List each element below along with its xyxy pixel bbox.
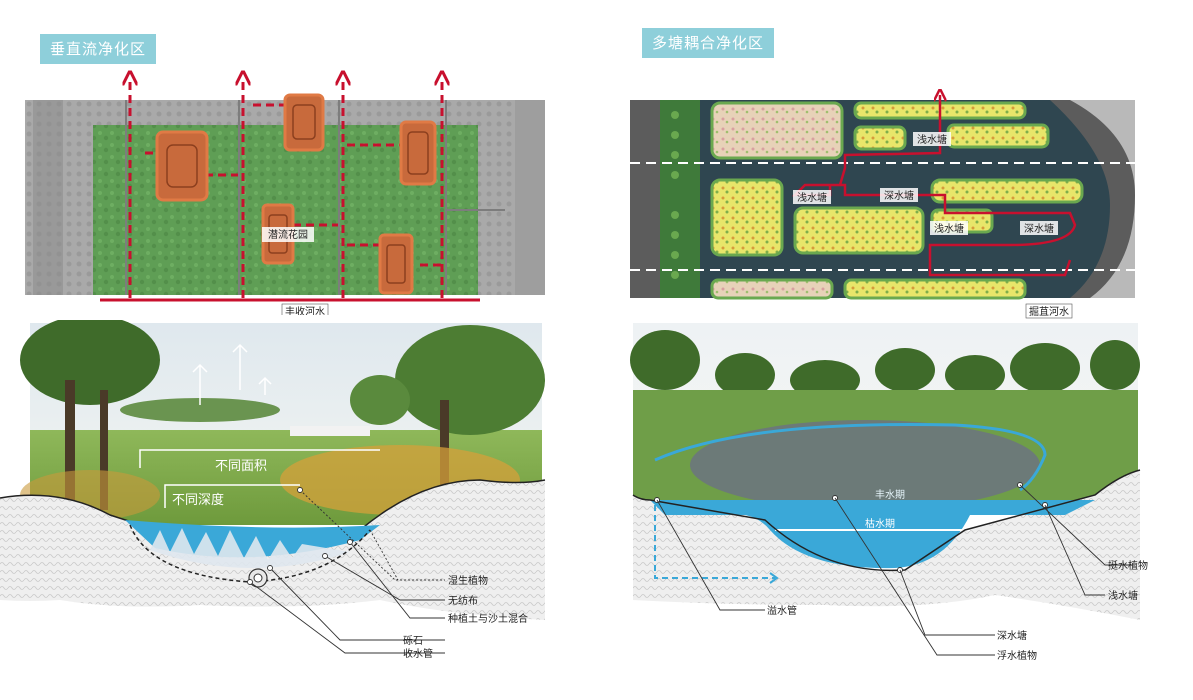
shallow-pond-label-2: 浅水塘	[797, 191, 827, 204]
pond-labels: 浅水塘 浅水塘 深水塘 浅水塘 深水塘	[793, 132, 1058, 235]
soil-mix-label: 种植土与沙土混合	[448, 612, 528, 625]
gravel-label: 砾石	[403, 634, 423, 647]
pond-surface	[690, 420, 1040, 510]
trees	[20, 320, 545, 510]
left-section-title: 垂直流净化区	[40, 34, 157, 64]
water-body	[650, 500, 1095, 569]
emergent-plants-label: 挺水植物	[1108, 559, 1148, 572]
deep-pond-section-label: 深水塘	[997, 629, 1027, 642]
area-label: 不同面积	[215, 459, 267, 474]
collector-pipe-label: 收水管	[403, 647, 433, 660]
depth-label: 不同深度	[172, 492, 224, 508]
multi-pond-section-diagram: 丰水期 枯水期 溢水管 深水塘 浮水植物 挺水植物 浅水塘	[630, 323, 1148, 662]
left-river-label: 丰收河水	[285, 305, 325, 315]
leader-lines	[247, 487, 445, 654]
multi-pond-plan-diagram: 浅水塘 浅水塘 深水塘 浅水塘 深水塘 掘苴河水	[630, 75, 1135, 319]
soil-section-right	[633, 470, 1140, 620]
right-section-title: 多塘耦合净化区	[642, 28, 775, 58]
shallow-pond-section-label: 浅水塘	[1108, 589, 1138, 602]
nonwoven-label: 无纺布	[448, 594, 478, 607]
right-river-label: 掘苴河水	[1029, 305, 1069, 318]
deep-pond-label-2: 深水塘	[1024, 222, 1054, 235]
vertical-flow-plan-diagram: 潜流花园 丰收河水	[25, 70, 545, 315]
overflow-pipe-label: 溢水管	[767, 604, 797, 617]
shallow-pond-label-1: 浅水塘	[917, 133, 947, 146]
flow-lines	[130, 78, 442, 298]
low-water-label: 枯水期	[865, 517, 895, 530]
vertical-flow-section-diagram: 不同面积 不同深度 湿生植物 无纺布 种植土与沙土混合 砾石 收水管	[0, 320, 546, 660]
wetland-plants-label: 湿生植物	[448, 574, 488, 587]
high-water-label: 丰水期	[875, 488, 905, 501]
garden-label: 潜流花园	[268, 228, 308, 241]
evaporation-arrows	[192, 343, 272, 405]
deep-pond-label-1: 深水塘	[884, 189, 914, 202]
leader-lines-right	[654, 482, 1135, 656]
flow-path	[791, 95, 1077, 277]
shallow-pond-label-3: 浅水塘	[934, 222, 964, 235]
floating-plants-label: 浮水植物	[997, 649, 1037, 662]
